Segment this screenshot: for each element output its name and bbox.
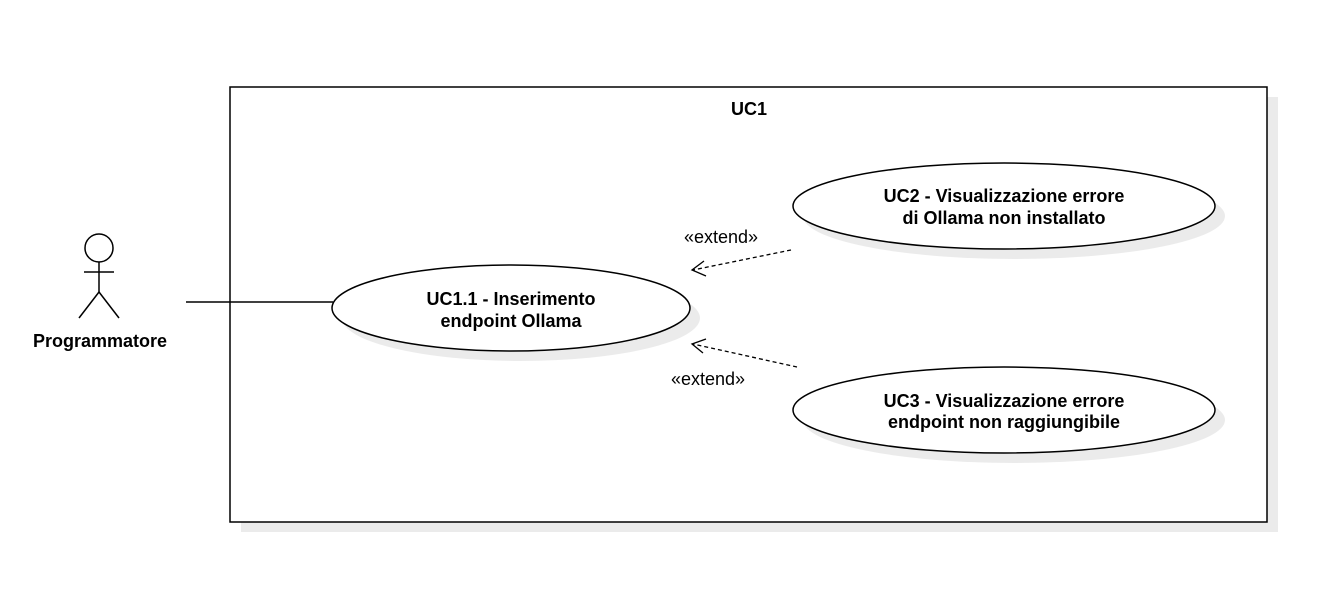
actor-name: Programmatore bbox=[33, 331, 167, 351]
use-case-uc2[interactable]: UC2 - Visualizzazione errore di Ollama n… bbox=[792, 162, 1225, 259]
use-case-ellipse bbox=[331, 264, 691, 352]
extend-label: «extend» bbox=[671, 369, 745, 389]
system-title: UC1 bbox=[731, 99, 767, 119]
extend-relation-uc2[interactable]: «extend» bbox=[684, 227, 792, 277]
use-case-uc1-1[interactable]: UC1.1 - Inserimento endpoint Ollama bbox=[331, 264, 700, 361]
use-case-label-line2: di Ollama non installato bbox=[902, 208, 1105, 228]
extend-line bbox=[692, 249, 792, 271]
stick-figure-icon bbox=[78, 233, 120, 319]
use-case-uc3[interactable]: UC3 - Visualizzazione errore endpoint no… bbox=[792, 366, 1225, 463]
use-case-label-line1: UC3 - Visualizzazione errore bbox=[884, 391, 1125, 411]
use-case-label-line2: endpoint non raggiungibile bbox=[888, 412, 1120, 432]
use-case-ellipse bbox=[792, 162, 1216, 250]
extend-label: «extend» bbox=[684, 227, 758, 247]
extend-line bbox=[692, 343, 798, 368]
actor-programmatore[interactable]: Programmatore bbox=[33, 233, 167, 351]
use-case-label-line1: UC2 - Visualizzazione errore bbox=[884, 186, 1125, 206]
use-case-ellipse bbox=[792, 366, 1216, 454]
open-arrow-icon bbox=[690, 338, 707, 354]
use-case-label-line2: endpoint Ollama bbox=[440, 311, 582, 331]
extend-relation-uc3[interactable]: «extend» bbox=[671, 338, 798, 389]
use-case-label-line1: UC1.1 - Inserimento bbox=[426, 289, 595, 309]
open-arrow-icon bbox=[690, 260, 707, 277]
